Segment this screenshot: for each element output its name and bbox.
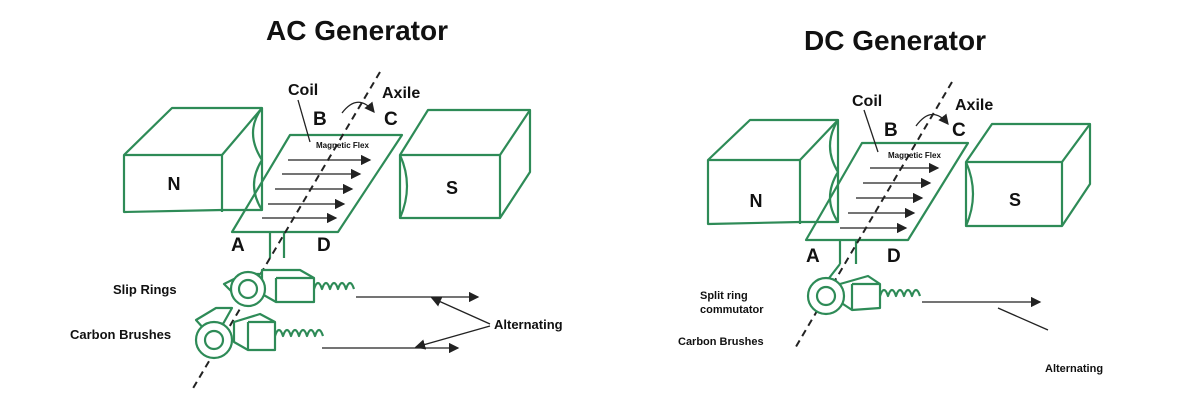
dc-generator: DC Generator N S Magnetic Flex <box>678 25 1103 375</box>
ac-letter-b: B <box>313 109 327 130</box>
ac-alternating-label: Alternating <box>494 317 563 332</box>
ac-alt-leader-bottom <box>414 325 491 350</box>
dc-coil-leader <box>863 109 879 153</box>
dc-output-leader <box>997 307 1049 331</box>
dc-axle <box>793 81 953 351</box>
dc-coil-label: Coil <box>852 93 882 110</box>
ac-pole-s: S <box>446 178 458 198</box>
dc-pole-s: S <box>1009 190 1021 210</box>
dc-rotation-arrow <box>915 113 949 127</box>
ac-coil-label: Coil <box>288 82 318 99</box>
dc-coil: Magnetic Flex <box>804 141 970 283</box>
ac-axle <box>191 71 381 391</box>
dc-letter-c: C <box>952 120 966 141</box>
dc-north-magnet: N <box>706 118 840 226</box>
ac-lower-slip-ring: Carbon Brushes <box>70 306 325 360</box>
ac-letter-d: D <box>317 235 331 256</box>
ac-letter-c: C <box>384 109 398 130</box>
dc-south-magnet: S <box>964 122 1092 228</box>
ac-generator: AC Generator N S Magnetic Flex <box>70 15 563 391</box>
ac-carbon-brushes-label: Carbon Brushes <box>70 327 171 342</box>
ac-coil-leader <box>297 99 311 143</box>
ac-title: AC Generator <box>266 15 448 46</box>
dc-split-ring-label-2: commutator <box>700 304 764 316</box>
dc-letter-a: A <box>806 246 820 267</box>
ac-rotation-arrow <box>341 101 375 114</box>
dc-carbon-brushes-label: Carbon Brushes <box>678 336 764 348</box>
ac-north-magnet: N <box>122 106 264 214</box>
dc-title: DC Generator <box>804 25 986 56</box>
ac-alt-leader-top <box>430 296 491 325</box>
ac-south-magnet: S <box>398 108 532 220</box>
dc-magnetic-flex-label: Magnetic Flex <box>888 151 941 160</box>
dc-split-ring-commutator: Split ring commutator Carbon Brushes <box>678 274 922 348</box>
ac-upper-slip-ring: Slip Rings <box>113 268 356 308</box>
dc-pole-n: N <box>750 191 763 211</box>
ac-axile-label: Axile <box>382 85 420 102</box>
dc-letter-b: B <box>884 120 898 141</box>
ac-coil: Magnetic Flex <box>230 133 404 258</box>
dc-alternating-label: Alternating <box>1045 363 1103 375</box>
ac-slip-rings-label: Slip Rings <box>113 282 177 297</box>
ac-letter-a: A <box>231 235 245 256</box>
ac-pole-n: N <box>168 174 181 194</box>
dc-axile-label: Axile <box>955 97 993 114</box>
ac-magnetic-flex-label: Magnetic Flex <box>316 141 369 150</box>
dc-split-ring-label-1: Split ring <box>700 290 748 302</box>
dc-letter-d: D <box>887 246 901 267</box>
